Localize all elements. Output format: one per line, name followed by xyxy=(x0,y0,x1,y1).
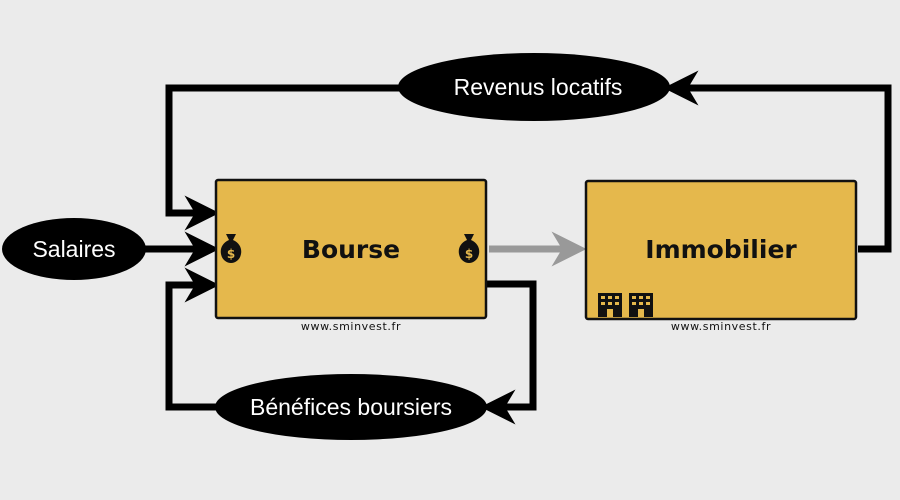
benefices-boursiers-label: Bénéfices boursiers xyxy=(215,374,487,440)
revenus-locatifs-text: Revenus locatifs xyxy=(454,74,623,100)
revenus-locatifs-label: Revenus locatifs xyxy=(398,53,670,121)
benefices-boursiers-arrow-in xyxy=(480,280,537,425)
building-icon xyxy=(629,293,653,317)
bourse-watermark: www.sminvest.fr xyxy=(301,320,401,333)
bourse-title: Bourse xyxy=(302,235,400,264)
building-icon xyxy=(598,293,622,317)
benefices-boursiers-arrow-out xyxy=(165,267,220,411)
svg-text:$: $ xyxy=(227,247,235,261)
revenus-locatifs-arrow-in xyxy=(663,70,892,253)
money-bag-icon: $ xyxy=(220,234,242,263)
revenus-locatifs-arrow-out xyxy=(165,84,405,231)
salaires-label: Salaires xyxy=(2,218,146,280)
immobilier-box: Immobilier xyxy=(584,179,858,321)
immobilier-title: Immobilier xyxy=(645,235,797,264)
benefices-boursiers-text: Bénéfices boursiers xyxy=(250,394,452,420)
bourse-box: Bourse $ $ xyxy=(214,178,488,320)
money-bag-icon: $ xyxy=(458,234,480,263)
immobilier-watermark: www.sminvest.fr xyxy=(671,320,771,333)
salaires-text: Salaires xyxy=(32,236,115,262)
svg-text:$: $ xyxy=(465,247,473,261)
